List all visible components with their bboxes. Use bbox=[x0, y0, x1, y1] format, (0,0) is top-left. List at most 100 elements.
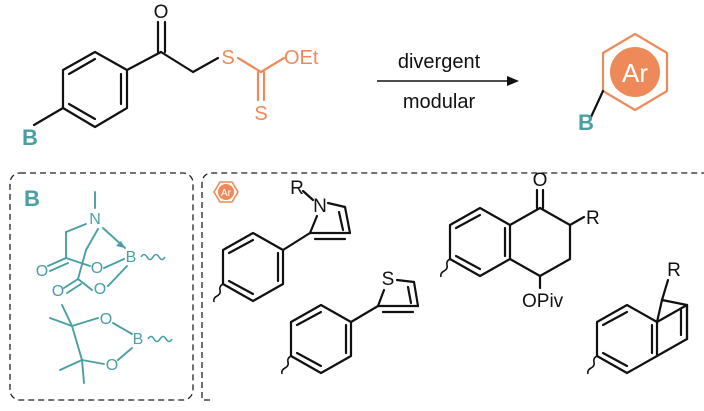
tetralone-opiv: OPiv bbox=[522, 291, 564, 312]
aryl-pyrrolylphenyl: N R bbox=[213, 178, 352, 303]
tetralone-r-group: R bbox=[586, 208, 600, 229]
naphthalene-ring-1 bbox=[595, 303, 659, 375]
mida-boron: B bbox=[126, 249, 137, 266]
naphthalene-ring-1-double bbox=[601, 351, 629, 368]
tetralone-benzo-ring bbox=[448, 206, 512, 278]
mida-dative-arrowhead bbox=[116, 241, 125, 248]
xanthate-bond bbox=[259, 56, 286, 74]
thiophene-bond bbox=[412, 280, 420, 308]
mida-carbonyl-oxygen-2: O bbox=[52, 283, 64, 300]
aryl-badge-label: Ar bbox=[221, 188, 232, 199]
tetralone-bond bbox=[538, 257, 572, 278]
aryl-pyrrole-bond bbox=[281, 231, 312, 252]
product-aryl-label: Ar bbox=[622, 58, 648, 88]
pin-c-c-bond bbox=[71, 325, 83, 361]
aryl-badge: Ar bbox=[213, 181, 239, 203]
reactant-sulfur-2: S bbox=[254, 103, 267, 125]
aryl-naphthalene: R bbox=[587, 260, 689, 375]
pyrrole-nitrogen: N bbox=[313, 196, 327, 217]
reactant-alpha-bond bbox=[159, 50, 195, 74]
pin-b-o-bond bbox=[117, 347, 133, 361]
product-boron-label: B bbox=[578, 110, 594, 135]
aryl-thienylphenyl: S bbox=[281, 269, 420, 375]
mida-carbonyl-bond bbox=[47, 257, 67, 267]
pin-methyl bbox=[59, 359, 83, 371]
mida-ring-oxygen-1: O bbox=[91, 260, 103, 277]
phenyl-ring-1 bbox=[221, 231, 285, 303]
naphthalene-r-group: R bbox=[667, 260, 681, 281]
aryl-4-attachment-wavy bbox=[587, 355, 598, 375]
product-molecule: Ar B bbox=[578, 32, 669, 135]
naphthalene-ring-1-double bbox=[601, 310, 629, 327]
mida-ch2-bond-2 bbox=[85, 228, 99, 251]
tetralone-bond bbox=[538, 206, 572, 227]
boron-panel-heading: B bbox=[24, 186, 40, 211]
reaction-arrow-head bbox=[507, 76, 519, 86]
product-aryl-circle bbox=[610, 47, 660, 97]
arrow-label-divergent: divergent bbox=[398, 51, 481, 73]
reaction-arrow-group: divergent modular bbox=[377, 51, 519, 113]
reactant-ch2-s-bond bbox=[191, 56, 220, 74]
pin-oxygen-2: O bbox=[106, 357, 118, 374]
phenyl-ring-1-double bbox=[227, 279, 255, 296]
tetralone-benzo-double bbox=[454, 254, 482, 271]
thiophene-bond bbox=[376, 288, 386, 308]
pin-boron: B bbox=[133, 331, 144, 348]
aryl-badge-circle bbox=[218, 184, 234, 200]
mida-carbonyl-oxygen-1: O bbox=[36, 263, 48, 280]
aryl-2-attachment-wavy bbox=[281, 355, 292, 375]
phenyl-ring-2-double bbox=[295, 351, 323, 368]
tetralone-bond bbox=[508, 257, 542, 278]
pyrrole-r-group: R bbox=[290, 178, 304, 199]
mida-carbonyl-bond-2 bbox=[63, 278, 79, 289]
pin-oxygen-1: O bbox=[100, 311, 112, 328]
reactant-molecule: O S OEt S B bbox=[22, 2, 319, 150]
pin-o-b-bond bbox=[112, 322, 133, 335]
aryl-1-attachment-wavy bbox=[213, 283, 224, 303]
reactant-boron-label: B bbox=[22, 125, 38, 150]
aryl-3-attachment-wavy bbox=[440, 258, 451, 278]
tetralone-benzo-double bbox=[454, 213, 482, 230]
xanthate-bond bbox=[236, 56, 263, 74]
mida-nitrogen: N bbox=[89, 211, 101, 228]
tetralone-bond bbox=[508, 206, 542, 227]
thiophene-double bbox=[406, 285, 413, 305]
mida-arm-bond-2 bbox=[77, 249, 87, 280]
reactant-benzene-ring bbox=[61, 50, 129, 129]
naphthalene-bond bbox=[655, 337, 689, 358]
aryl-badge-hexagon bbox=[213, 181, 239, 203]
phenyl-ring-2 bbox=[289, 303, 353, 375]
pin-methyl bbox=[49, 317, 73, 327]
pin-o-c-bond bbox=[81, 359, 105, 365]
aryl-panel-frame bbox=[201, 172, 704, 401]
arrow-label-modular: modular bbox=[403, 91, 476, 113]
mida-ch2-bond bbox=[65, 223, 87, 233]
pyrrole-bond bbox=[326, 201, 347, 209]
pin-methyl bbox=[81, 359, 85, 384]
pin-c-o-bond bbox=[71, 317, 99, 327]
reactant-aryl-carbonyl-bond bbox=[125, 50, 163, 72]
pyrrole-double bbox=[337, 210, 345, 232]
reactant-ring-double-bond bbox=[67, 57, 97, 76]
naphthalene-r-bond bbox=[660, 278, 670, 302]
phenyl-ring-2-double bbox=[295, 310, 323, 327]
aryl-tetralone: O R OPiv bbox=[440, 170, 600, 312]
naphthalene-bond bbox=[655, 303, 689, 324]
phenyl-ring-1-double bbox=[227, 238, 255, 255]
thiophene-sulfur: S bbox=[382, 269, 395, 290]
pyrrole-n-r-bond bbox=[301, 189, 315, 202]
thiophene-bond bbox=[395, 278, 416, 284]
mida-ester-bond bbox=[65, 257, 91, 267]
product-boron-bond bbox=[589, 89, 605, 119]
mida-o-b-bond-2 bbox=[107, 265, 128, 287]
boron-panel-frame bbox=[9, 172, 194, 401]
pyrrole-bond bbox=[343, 205, 352, 235]
reactant-ring-double-bond bbox=[67, 102, 97, 121]
pin-attachment-wavy bbox=[147, 335, 173, 343]
naphthalene-bond-up bbox=[660, 298, 689, 307]
tetralone-oxygen: O bbox=[533, 170, 548, 191]
naphthalene-bond-up bbox=[655, 298, 664, 324]
pyrrole-bond bbox=[308, 214, 319, 235]
